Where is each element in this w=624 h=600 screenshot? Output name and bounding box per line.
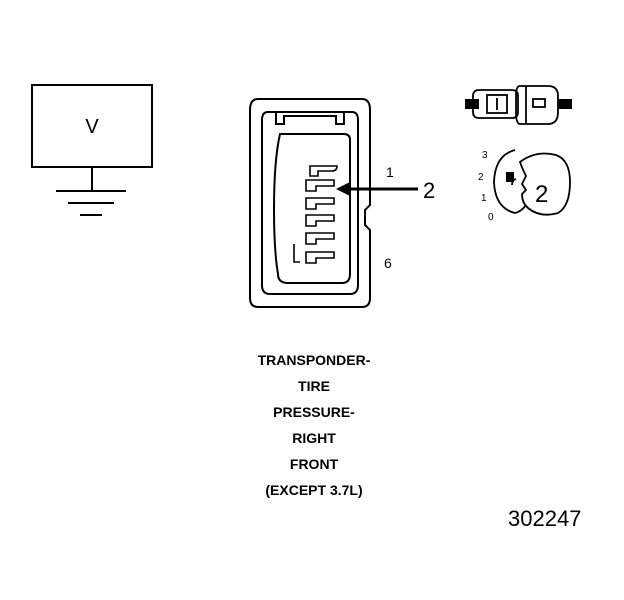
dial-label-0: 0 (488, 212, 494, 223)
pin-cavity (305, 251, 335, 264)
component-caption: TRANSPONDER- TIRE PRESSURE- RIGHT FRONT … (214, 347, 414, 503)
pin-cavities (293, 165, 338, 264)
probe-arrowhead (336, 182, 350, 196)
caption-line: TIRE (298, 378, 330, 394)
pin-label-top: 1 (386, 164, 394, 180)
pin-label-bottom: 6 (384, 255, 392, 271)
caption-line: RIGHT (292, 430, 336, 446)
connector-housing (272, 133, 351, 284)
connector-callout: 2 (423, 178, 435, 203)
caption-line: (EXCEPT 3.7L) (265, 482, 363, 498)
tester-callout: 2 (535, 181, 548, 208)
connector-outer-shell (249, 98, 371, 308)
ground-icon (56, 190, 126, 216)
pin-cavity (305, 214, 335, 227)
dial-label-2: 2 (478, 172, 484, 183)
connector-face (249, 98, 418, 308)
dial-label-1: 1 (481, 193, 487, 204)
pin-cavity (305, 232, 335, 245)
connector-inner-shell (261, 111, 359, 295)
figure-number: 302247 (508, 506, 582, 531)
caption-line: FRONT (289, 456, 339, 472)
pin-cavity (305, 197, 335, 210)
caption-line: PRESSURE- (273, 404, 355, 420)
dial-label-3: 3 (482, 150, 488, 161)
connector-latch (275, 112, 345, 125)
tester-dial (493, 149, 571, 216)
pin-cavity (305, 179, 335, 192)
tester-tool-side (465, 85, 572, 125)
voltmeter-symbol: V (31, 84, 153, 216)
voltmeter-label: V (85, 116, 99, 138)
caption-line: TRANSPONDER- (257, 352, 371, 368)
pin-cavity (309, 165, 338, 177)
